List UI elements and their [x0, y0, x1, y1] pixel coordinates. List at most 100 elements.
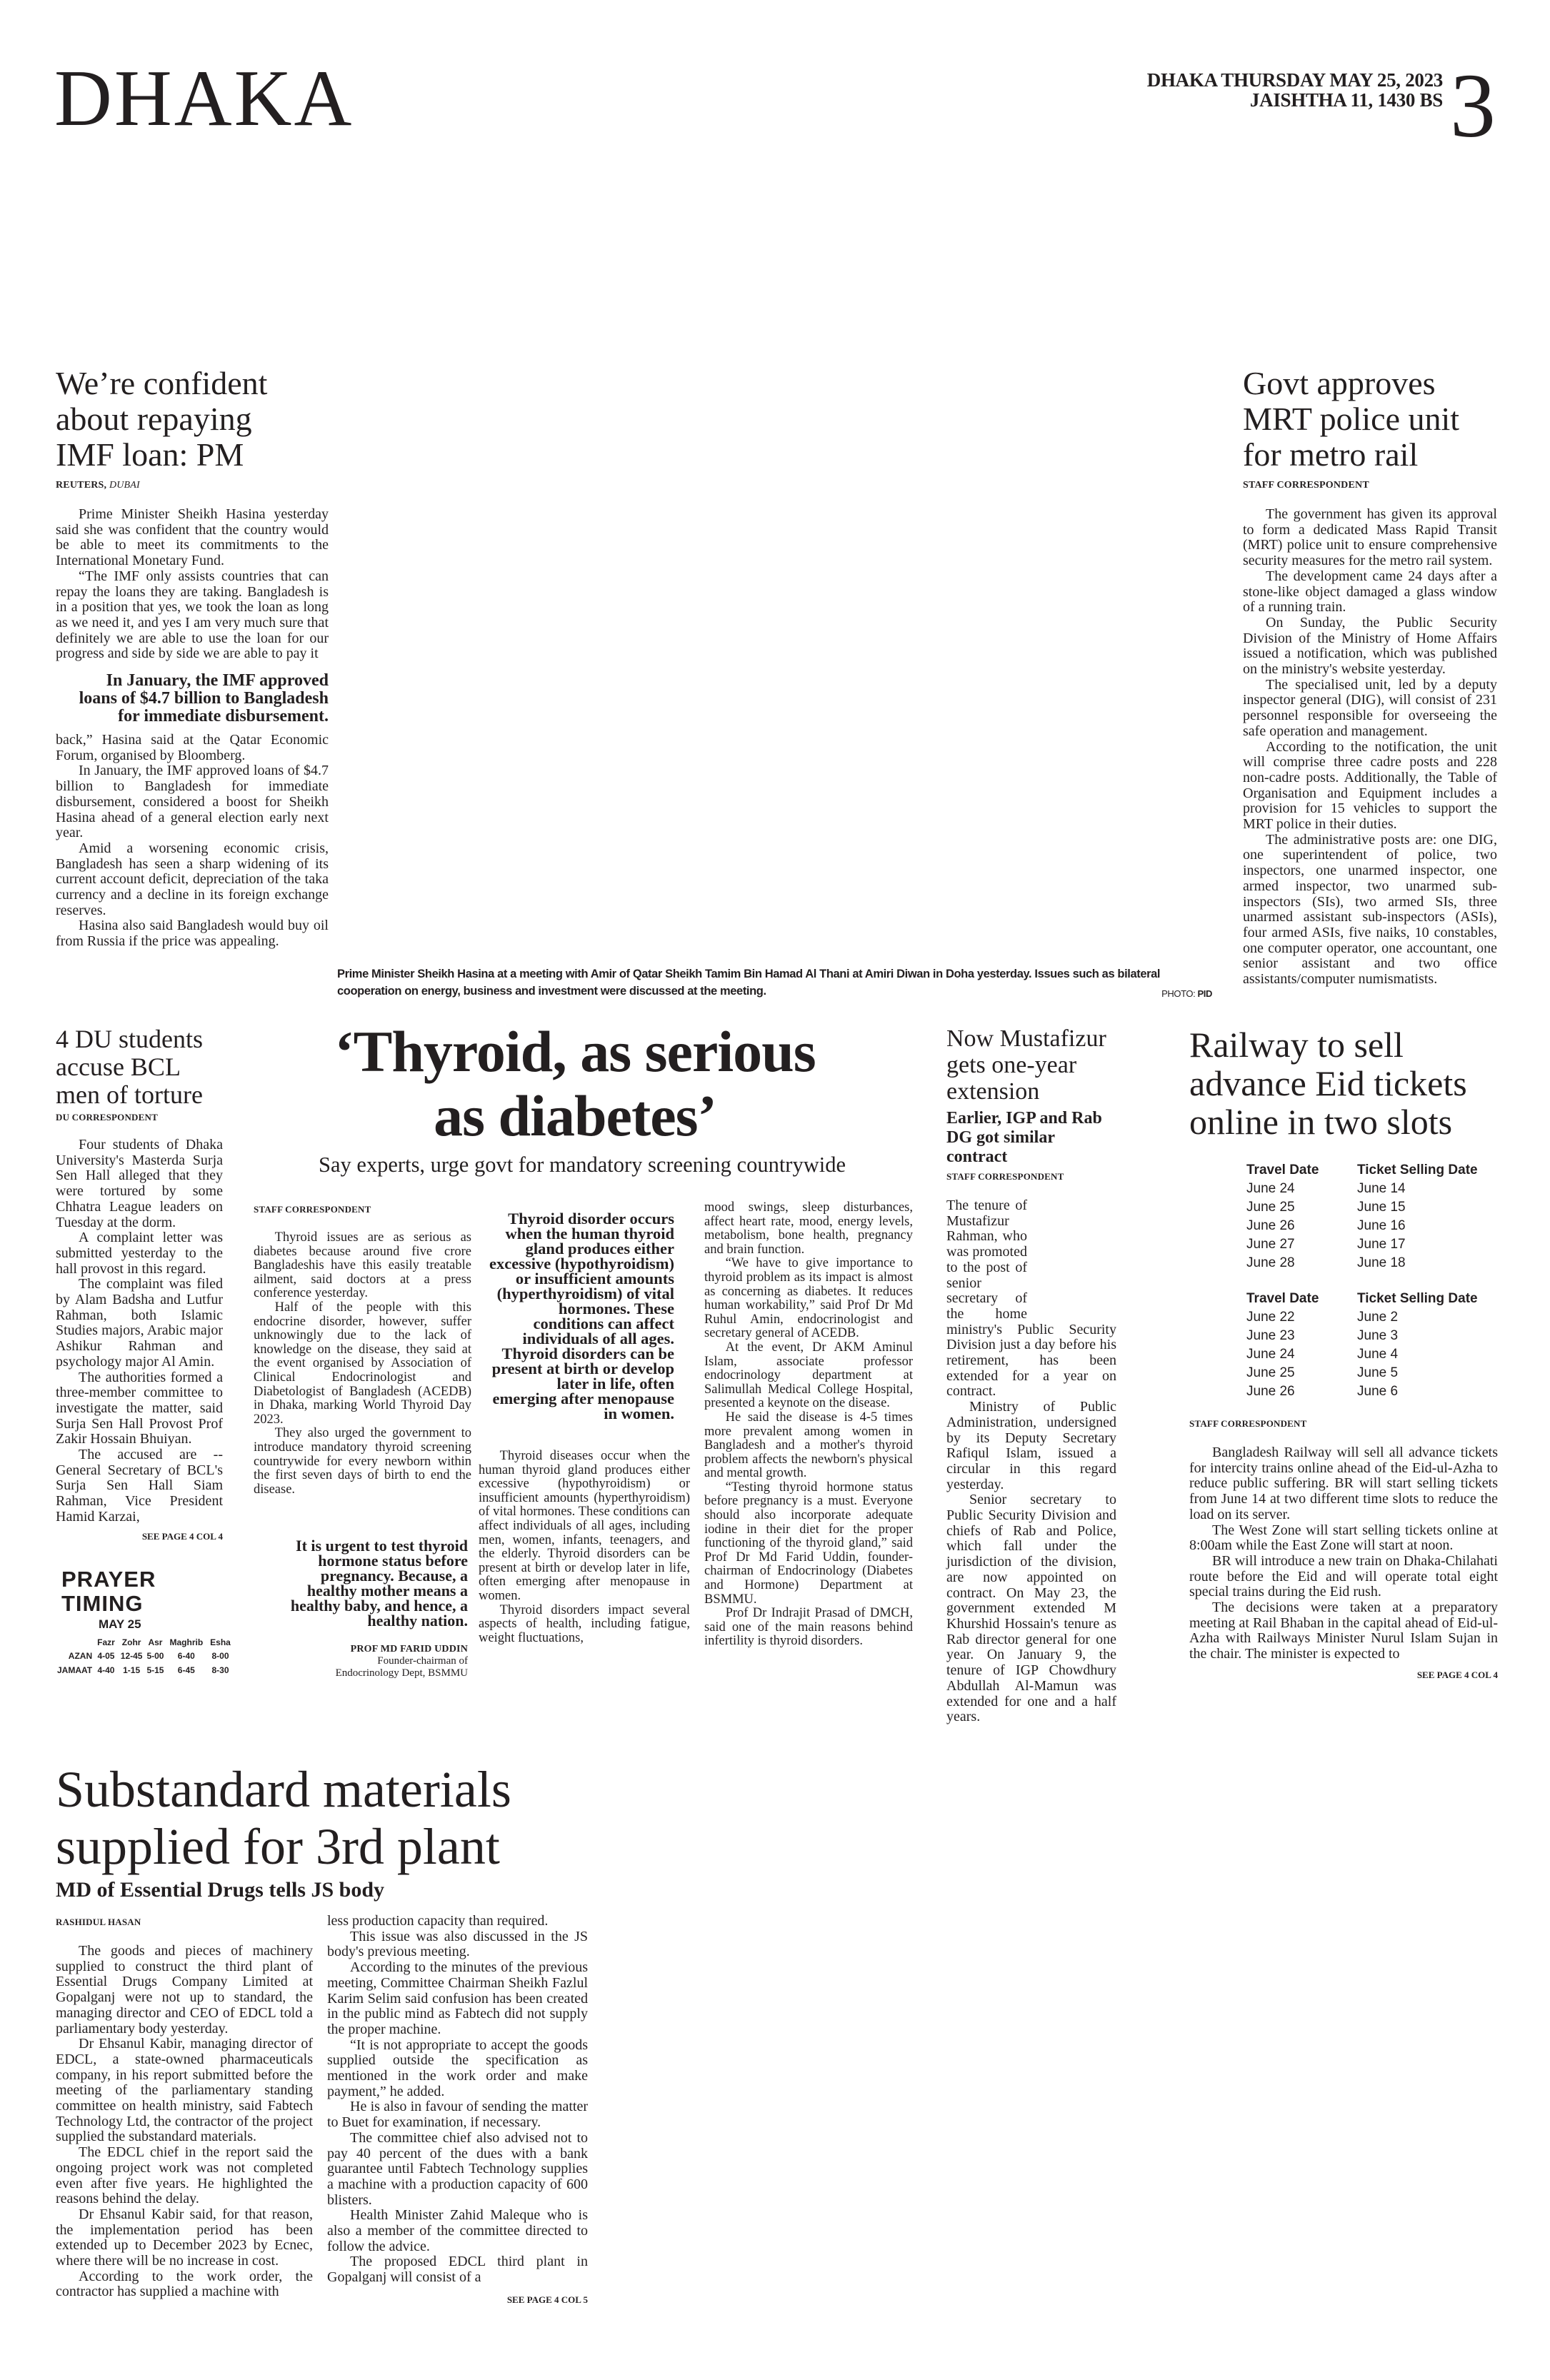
continued-link[interactable]: SEE PAGE 4 COL 4	[1416, 1669, 1498, 1680]
paragraph: This issue was also discussed in the JS …	[327, 1928, 588, 1960]
paragraph: On Sunday, the Public Security Division …	[1243, 614, 1497, 678]
header-travel-date: Travel Date	[1246, 1163, 1319, 1178]
prayer-title-line2: TIMING	[61, 1591, 144, 1616]
headline-line: Govt approves	[1243, 365, 1436, 401]
paragraph: The authorities formed a three-member co…	[56, 1369, 223, 1447]
time-cell: 1-15	[123, 1665, 141, 1675]
subhead: MD of Essential Drugs tells JS body	[56, 1878, 385, 1902]
article-body: The tenure of Mustafizur Rahman, who was…	[946, 1197, 1116, 1725]
paragraph: The government has given its approval to…	[1243, 506, 1497, 569]
paragraph: Dr Ehsanul Kabir, managing director of E…	[56, 2036, 313, 2145]
col-asr: Asr	[148, 1637, 163, 1647]
travel-date: June 26	[1246, 1218, 1295, 1233]
date-gregorian: DHAKA THURSDAY MAY 25, 2023	[1146, 69, 1444, 91]
continued-link[interactable]: SEE PAGE 4 COL 4	[141, 1530, 223, 1542]
col-esha: Esha	[210, 1637, 231, 1647]
headline-line: online in two slots	[1189, 1102, 1453, 1142]
article-body: The government has given its approval to…	[1243, 506, 1497, 988]
byline: RASHIDUL HASAN	[56, 1917, 141, 1927]
time-cell: 6-45	[177, 1665, 195, 1675]
col-maghrib: Maghrib	[169, 1637, 204, 1647]
prayer-table: Fazr Zohr Asr Maghrib Esha AZAN 4-05 12-…	[56, 1636, 234, 1677]
time-cell: 8-00	[211, 1651, 229, 1661]
travel-date: June 23	[1246, 1328, 1295, 1343]
byline-agency: REUTERS,	[56, 480, 107, 491]
row-label: JAMAAT	[57, 1665, 93, 1675]
article-body: Four students of Dhaka University's Mast…	[56, 1137, 223, 1525]
paragraph: He is also in favour of sending the matt…	[327, 2099, 588, 2131]
selling-date: June 4	[1357, 1347, 1399, 1362]
paragraph: The West Zone will start selling tickets…	[1189, 1522, 1498, 1554]
paragraph: back,” Hasina said at the Qatar Economic…	[56, 732, 329, 763]
subtitle: Say experts, urge govt for mandatory scr…	[318, 1153, 846, 1177]
paragraph: According to the notification, the unit …	[1243, 738, 1497, 833]
photo-caption: Prime Minister Sheikh Hasina at a meetin…	[337, 965, 1212, 1003]
selling-date: June 15	[1357, 1200, 1406, 1215]
subhead: Earlier, IGP and Rab DG got similar cont…	[946, 1109, 1102, 1166]
schedule-row: June 23 June 3	[1246, 1327, 1478, 1345]
pull-quote: In January, the IMF approved loans of $4…	[79, 671, 329, 726]
header-selling-date: Ticket Selling Date	[1357, 1291, 1478, 1306]
selling-date: June 2	[1357, 1310, 1399, 1325]
selling-date: June 3	[1357, 1328, 1399, 1343]
headline-line: Substandard materials	[56, 1761, 511, 1818]
credit-label: PHOTO:	[1161, 988, 1196, 999]
headline-line: Now Mustafizur	[946, 1025, 1106, 1052]
article-body: The goods and pieces of machinery suppli…	[56, 1943, 313, 2300]
row-label: AZAN	[68, 1651, 93, 1661]
section-title: DHAKA	[54, 54, 354, 143]
time-cell: 5-15	[146, 1665, 164, 1675]
paragraph: The committee chief also advised not to …	[327, 2129, 588, 2208]
header-travel-date: Travel Date	[1246, 1291, 1319, 1306]
selling-date: June 18	[1357, 1255, 1406, 1270]
paragraph: “We have to give importance to thyroid p…	[704, 1256, 913, 1341]
byline: STAFF CORRESPONDENT	[1243, 480, 1369, 491]
paragraph: Senior secretary to Public Security Divi…	[946, 1492, 1116, 1725]
headline-line: supplied for 3rd plant	[56, 1818, 500, 1875]
headline-line: for metro rail	[1243, 436, 1419, 473]
paragraph: They also urged the government to introd…	[254, 1426, 471, 1497]
byline: STAFF CORRESPONDENT	[946, 1171, 1064, 1182]
paragraph: The administrative posts are: one DIG, o…	[1243, 831, 1497, 988]
paragraph: Amid a worsening economic crisis, Bangla…	[56, 840, 329, 918]
time-cell: 4-40	[97, 1665, 115, 1675]
prayer-title: PRAYER TIMING	[56, 1567, 227, 1616]
selling-date: June 5	[1357, 1365, 1399, 1380]
paragraph: “The IMF only assists countries that can…	[56, 568, 329, 662]
blank-cell	[56, 1636, 94, 1649]
paragraph: The specialised unit, led by a deputy in…	[1243, 676, 1497, 739]
paragraph: Dr Ehsanul Kabir said, for that reason, …	[56, 2206, 313, 2269]
prayer-timing-box: PRAYER TIMING MAY 25 Fazr Zohr Asr Maghr…	[56, 1567, 231, 1677]
col-fazr: Fazr	[97, 1637, 115, 1647]
byline: STAFF CORRESPONDENT	[254, 1204, 371, 1215]
continued-link[interactable]: SEE PAGE 4 COL 5	[506, 2294, 588, 2305]
paragraph: Thyroid issues are as serious as diabete…	[254, 1230, 471, 1301]
column-2: Thyroid disorder occurs when the human t…	[479, 1210, 690, 1645]
quote-author-title: Endocrinology Dept, BSMMU	[335, 1667, 468, 1679]
credit-source: PID	[1197, 988, 1213, 999]
column-1: RASHIDUL HASAN The goods and pieces of m…	[56, 1917, 313, 2300]
paragraph: Ministry of Public Administration, under…	[946, 1399, 1116, 1492]
paragraph: Thyroid diseases occur when the human th…	[479, 1449, 690, 1603]
paragraph: Bangladesh Railway will sell all advance…	[1189, 1445, 1498, 1522]
headline-line: MRT police unit	[1243, 401, 1460, 437]
paragraph: Health Minister Zahid Maleque who is als…	[327, 2207, 588, 2254]
headline-line: ‘Thyroid, as serious	[334, 1019, 816, 1084]
